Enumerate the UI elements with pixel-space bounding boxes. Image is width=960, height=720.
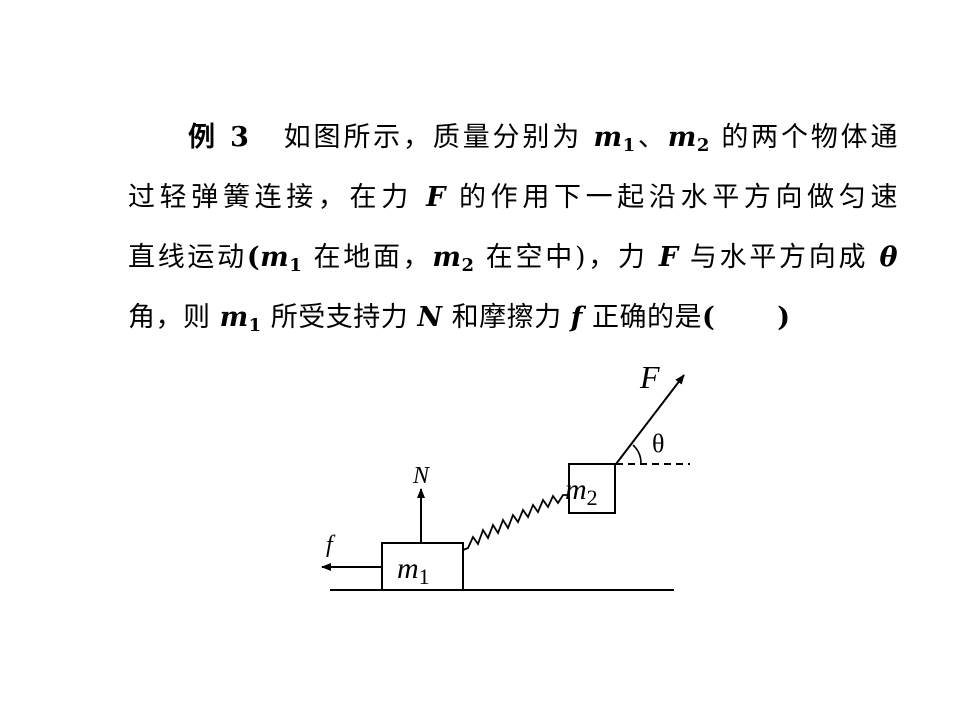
- subscript: 1: [248, 315, 262, 336]
- problem-label: 例 3: [188, 122, 250, 153]
- friction-label: f: [326, 532, 336, 558]
- symbol-m: m: [667, 122, 697, 153]
- text-segment: 与水平方向成: [678, 242, 880, 273]
- subscript: 1: [622, 135, 636, 156]
- symbol-f: f: [570, 302, 583, 333]
- problem-line-1: 例 3 如图所示，质量分别为 m1、m2 的两个物体通: [128, 108, 898, 168]
- text-segment: 过轻弹簧连接，在力: [128, 182, 427, 213]
- text-segment: 在空中): [474, 242, 586, 273]
- text-segment: 的作用下一起沿水平方向做匀速: [445, 182, 898, 213]
- text-segment: (: [246, 242, 261, 273]
- symbol-m: m: [219, 302, 249, 333]
- spring: [462, 494, 569, 551]
- subscript: 1: [289, 255, 303, 276]
- text-segment: 正确的是: [582, 302, 702, 333]
- symbol-N: N: [417, 302, 443, 333]
- symbol-F: F: [426, 182, 446, 213]
- block-m2-label: m2: [565, 473, 598, 510]
- text-segment: 如图所示，质量分别为: [283, 122, 594, 153]
- symbol-theta: θ: [879, 242, 898, 273]
- text-segment: 直线运动: [128, 242, 247, 273]
- text-segment: 、: [635, 122, 668, 153]
- answer-paren-close: ): [777, 302, 791, 333]
- symbol-m: m: [260, 242, 290, 273]
- block-m2: [568, 463, 616, 514]
- text-segment: ，力: [585, 242, 659, 273]
- symbol-F: F: [658, 242, 679, 273]
- problem-line-2: 过轻弹簧连接，在力 F 的作用下一起沿水平方向做匀速: [128, 168, 898, 228]
- text-segment: 所受支持力: [261, 302, 418, 333]
- problem-line-3: 直线运动(m1 在地面，m2 在空中)，力 F 与水平方向成 θ: [128, 228, 898, 288]
- applied-force-label: F: [639, 359, 660, 395]
- block-m1: [381, 542, 464, 591]
- angle-theta-label: θ: [652, 429, 664, 458]
- angle-arc: [632, 444, 642, 465]
- normal-force-label: N: [412, 463, 431, 489]
- problem-text: 例 3 如图所示，质量分别为 m1、m2 的两个物体通 过轻弹簧连接，在力 F …: [128, 108, 898, 348]
- block-m1-label: m1: [397, 552, 430, 589]
- subscript: 2: [461, 255, 475, 276]
- applied-force-arrow: [615, 374, 685, 465]
- text-segment: 角，则: [128, 302, 220, 333]
- text-segment: 的两个物体通: [709, 122, 899, 153]
- symbol-m: m: [593, 122, 623, 153]
- subscript: 2: [696, 135, 710, 156]
- text-segment: 在地面，: [302, 242, 433, 273]
- answer-paren-open: (: [701, 302, 716, 333]
- problem-line-4: 角，则 m1 所受支持力 N 和摩擦力 f 正确的是(): [128, 288, 898, 348]
- text-segment: 和摩擦力: [442, 302, 571, 333]
- symbol-m: m: [432, 242, 462, 273]
